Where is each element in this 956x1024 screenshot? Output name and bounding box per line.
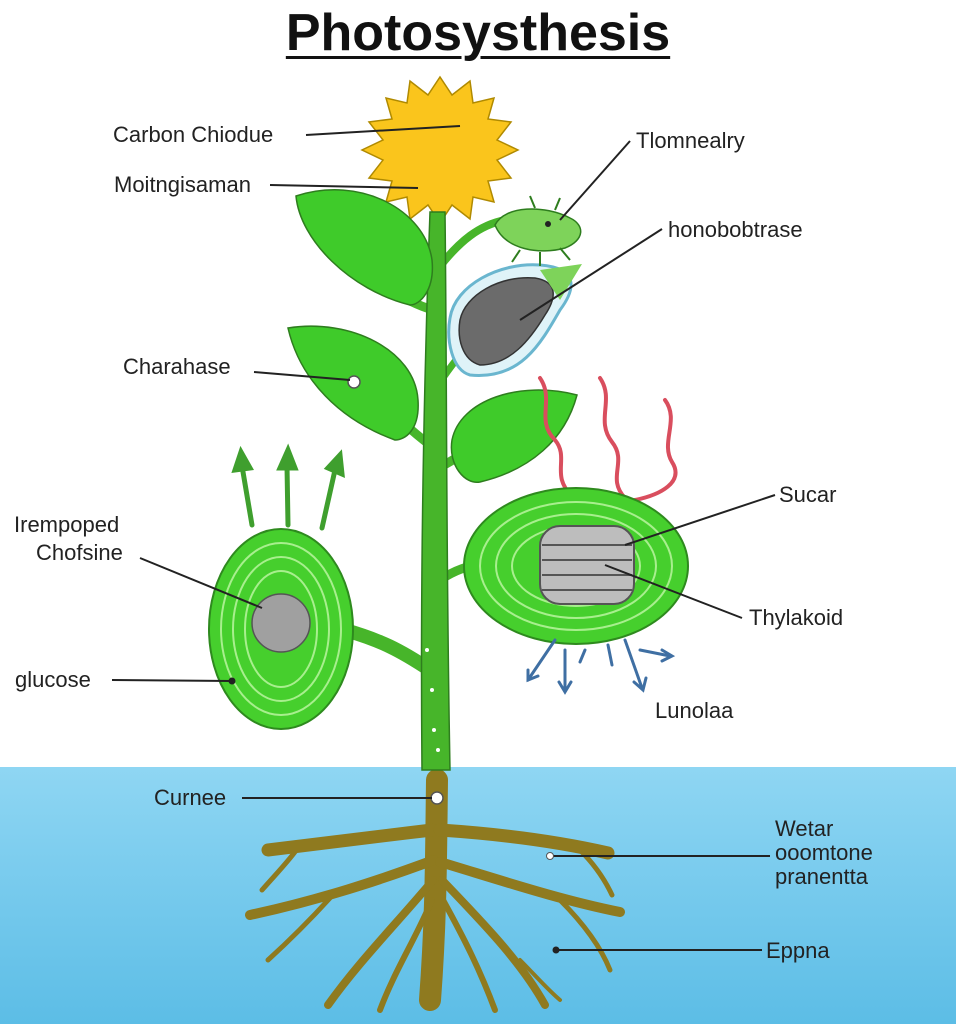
label-chofsine: Chofsine: [36, 540, 123, 565]
heat-waves: [538, 376, 678, 502]
leader-lines: [111, 125, 776, 951]
sun-icon: [360, 75, 520, 225]
label-lunolaa: Lunolaa: [655, 698, 734, 723]
label-curnee: Curnee: [154, 785, 227, 810]
label-water-line-2: ooomtone: [775, 840, 873, 865]
label-eppna: Eppna: [766, 938, 830, 963]
right-chloroplast: [463, 487, 689, 645]
roots: [245, 769, 625, 1013]
label-thylakoid: Thylakoid: [749, 605, 844, 630]
label-carbon-chiodue: Carbon Chiodue: [113, 122, 274, 147]
label-water-group: Wetar ooomtone pranentta: [775, 817, 935, 889]
label-glucose: glucose: [15, 667, 91, 692]
stem-markings: [425, 648, 440, 752]
label-tlomnealry: Tlomnealry: [636, 128, 745, 153]
label-water-line-1: Wetar: [775, 816, 834, 841]
root-tip-marker: [552, 946, 560, 954]
cell-structure: [447, 263, 582, 377]
thylakoid-stack: [539, 525, 635, 605]
water-arrows: [526, 638, 676, 695]
label-irempoped: Irempoped: [14, 512, 120, 537]
soil-water-region: [0, 767, 956, 1024]
left-chloroplast: [208, 528, 354, 730]
oxygen-arrows: [231, 443, 345, 531]
bug-icon: [494, 195, 582, 266]
diagram-title: Photosysthesis: [285, 4, 671, 62]
root-marker: [430, 791, 444, 805]
main-stem: [420, 211, 451, 771]
leaf-middle-right: [450, 389, 578, 483]
leaves: [287, 189, 578, 483]
label-charahase: Charahase: [123, 354, 231, 379]
label-moitngisaman: Moitngisaman: [114, 172, 251, 197]
label-sucar: Sucar: [779, 482, 837, 507]
root-hair-marker: [546, 852, 554, 860]
label-water-line-3: pranentta: [775, 864, 868, 889]
label-honobobtrase: honobobtrase: [668, 217, 803, 242]
leaf-top-left: [295, 189, 434, 306]
